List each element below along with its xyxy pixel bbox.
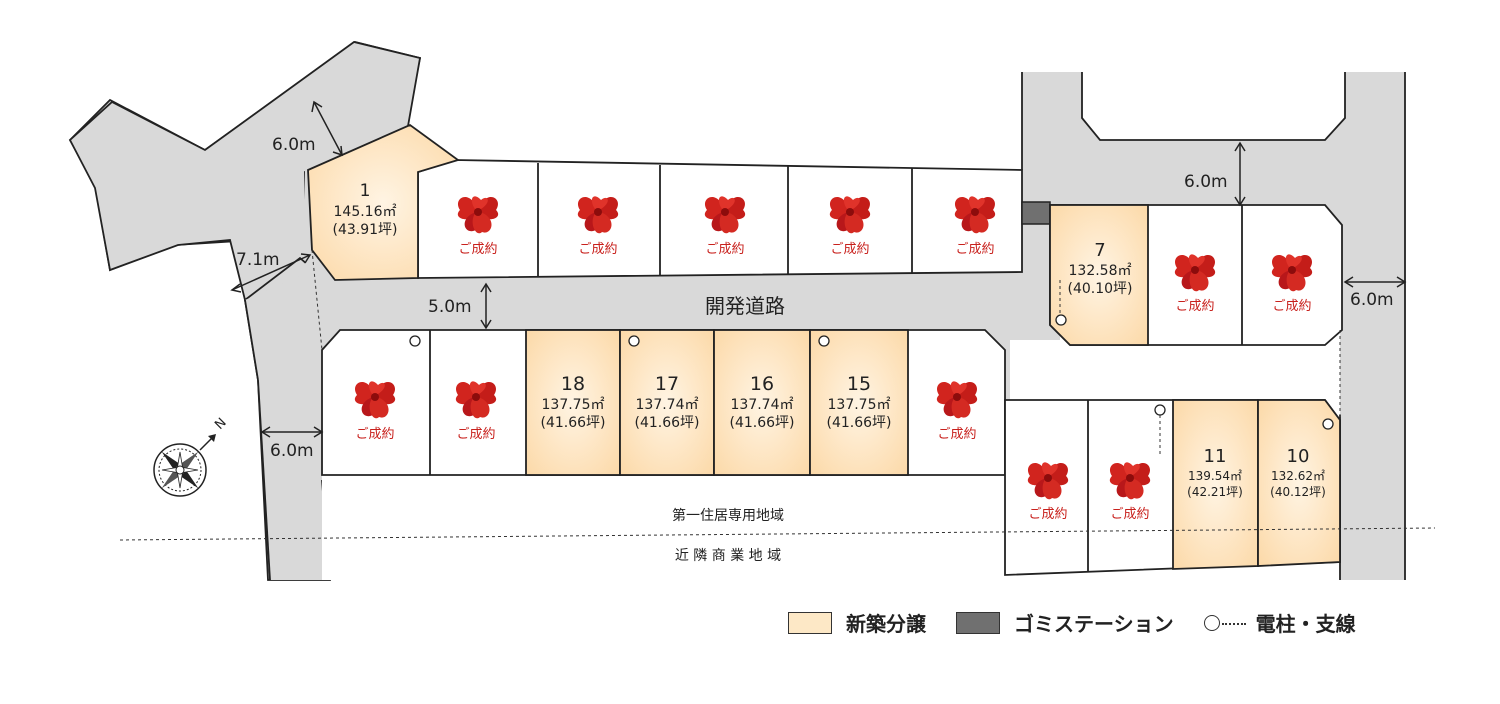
legend-new-sale: 新築分譲: [788, 608, 926, 637]
legend-garbage-station: ゴミステーション: [956, 608, 1174, 637]
svg-text:ご成約: ご成約: [937, 426, 976, 442]
lot-1-number: 1: [360, 181, 371, 201]
dimension-labels: 6.0m 7.1m 5.0m 6.0m 6.0m 6.0m: [236, 135, 1394, 461]
lot-10[interactable]: [1257, 399, 1341, 567]
pole-icon: [1203, 614, 1220, 631]
lot-10-number: 10: [1287, 446, 1310, 467]
lot-18-tsubo: (41.66坪): [540, 415, 605, 431]
lot-16-tsubo: (41.66坪): [729, 415, 794, 431]
svg-text:ご成約: ご成約: [1272, 298, 1311, 314]
lot-1[interactable]: [307, 123, 460, 281]
lot-10-tsubo: (40.12坪): [1270, 485, 1326, 499]
lot-18-area: 137.75㎡: [542, 397, 605, 413]
legend-pole-label: 電柱・支線: [1255, 612, 1356, 636]
svg-text:ご成約: ご成約: [830, 241, 869, 257]
lot-17-area: 137.74㎡: [636, 397, 699, 413]
garbage-station: [1021, 201, 1051, 225]
lot-11-number: 11: [1204, 446, 1227, 467]
guy-wire-icon: [1221, 621, 1246, 625]
sold-labels: ご成約 ご成約 ご成約 ご成約 ご成約 ご成約 ご成約 ご成約 ご成約 ご成約 …: [355, 241, 1311, 522]
legend-garbage-swatch: [956, 611, 1000, 634]
svg-text:ご成約: ご成約: [705, 241, 744, 257]
svg-text:ご成約: ご成約: [458, 241, 497, 257]
legend-new-sale-label: 新築分譲: [846, 612, 926, 636]
utility-poles: [409, 314, 1334, 430]
lot-17[interactable]: [619, 329, 715, 476]
svg-text:6.0m: 6.0m: [272, 135, 316, 155]
lot-17-tsubo: (41.66坪): [634, 415, 699, 431]
lot-16-area: 137.74㎡: [731, 397, 794, 413]
lot-labels: 1 145.16㎡ (43.91坪) 7 132.58㎡ (40.10坪) 18…: [332, 181, 1325, 499]
svg-text:ご成約: ご成約: [1110, 506, 1149, 522]
road-left-vertical: [245, 268, 322, 580]
svg-text:ご成約: ご成約: [578, 241, 617, 257]
lot-15-number: 15: [847, 373, 871, 395]
legend-garbage-label: ゴミステーション: [1014, 612, 1174, 636]
svg-text:6.0m: 6.0m: [270, 441, 314, 461]
svg-text:ご成約: ご成約: [1028, 506, 1067, 522]
svg-text:6.0m: 6.0m: [1184, 172, 1228, 192]
compass-north-label: N: [212, 415, 229, 432]
compass-icon: N: [153, 415, 230, 497]
legend-pole: 電柱・支線: [1203, 608, 1356, 637]
lot-11-tsubo: (42.21坪): [1187, 485, 1243, 499]
svg-text:5.0m: 5.0m: [428, 297, 472, 317]
svg-text:ご成約: ご成約: [456, 426, 495, 442]
svg-text:ご成約: ご成約: [355, 426, 394, 442]
zone-lower-label: 近 隣 商 業 地 域: [675, 548, 781, 564]
lot-11-area: 139.54㎡: [1188, 469, 1242, 483]
lot-7-tsubo: (40.10坪): [1067, 281, 1132, 297]
lot-15[interactable]: [809, 329, 909, 476]
lot-18-number: 18: [561, 373, 585, 395]
lot-10-area: 132.62㎡: [1271, 469, 1325, 483]
svg-text:7.1m: 7.1m: [236, 250, 280, 270]
zone-upper-label: 第一住居専用地域: [672, 507, 784, 524]
svg-text:ご成約: ご成約: [955, 241, 994, 257]
lot-7-area: 132.58㎡: [1069, 263, 1132, 279]
road-right-top: [1022, 72, 1405, 580]
main-road-label: 開発道路: [705, 294, 785, 318]
lot-15-tsubo: (41.66坪): [826, 415, 891, 431]
lot-17-number: 17: [655, 373, 679, 395]
top-row-lots: [537, 163, 913, 277]
legend-new-sale-swatch: [788, 611, 832, 634]
lot-1-area: 145.16㎡: [334, 204, 397, 220]
lot-15-area: 137.75㎡: [828, 397, 891, 413]
svg-text:6.0m: 6.0m: [1350, 290, 1394, 310]
road-bottom: [322, 475, 1005, 580]
legend: 新築分譲 ゴミステーション 電柱・支線: [788, 608, 1386, 637]
lot-7[interactable]: [1049, 204, 1149, 346]
lot-1-tsubo: (43.91坪): [332, 222, 397, 238]
lot-7-number: 7: [1094, 240, 1105, 261]
dimension-arrows: [230, 100, 1407, 438]
svg-text:ご成約: ご成約: [1175, 298, 1214, 314]
lot-16-number: 16: [750, 373, 774, 395]
